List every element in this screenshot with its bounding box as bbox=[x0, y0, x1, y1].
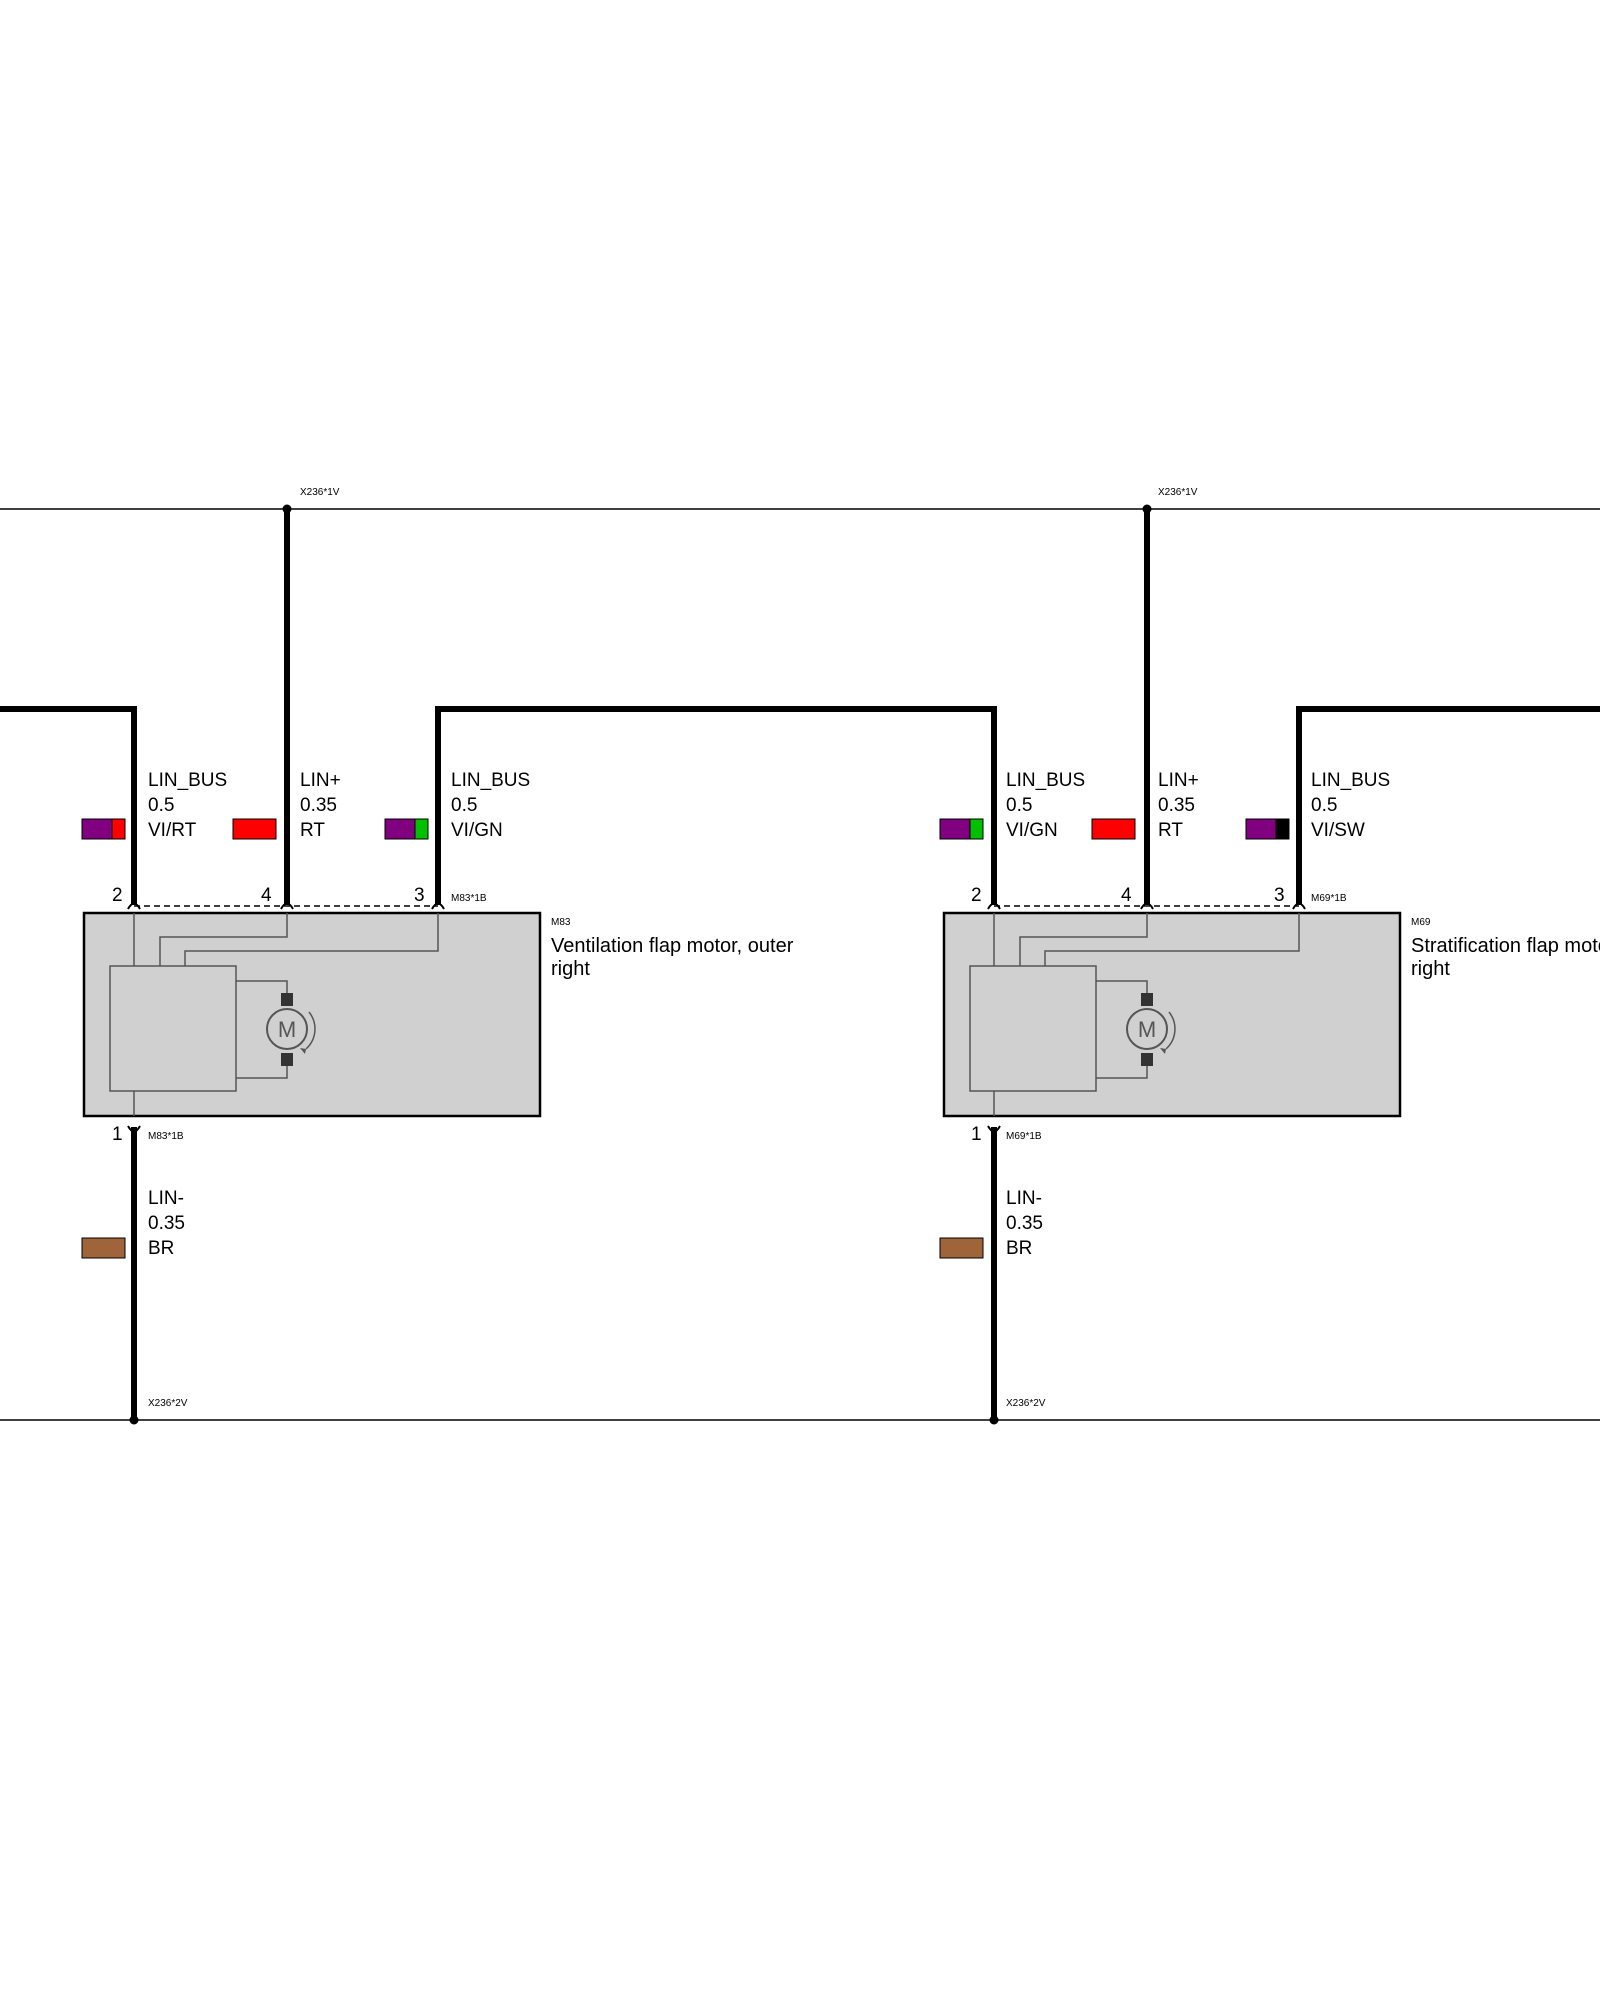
wire-signal: LIN- bbox=[148, 1188, 184, 1209]
pin-terminal bbox=[987, 902, 1001, 910]
lin-bus-wire-left bbox=[0, 706, 137, 905]
splice-dot bbox=[282, 504, 292, 514]
component-code: M69 bbox=[1411, 917, 1431, 928]
wire-signal: LIN_BUS bbox=[148, 770, 227, 791]
pin-number: 3 bbox=[414, 885, 425, 906]
wire-gauge: 0.35 bbox=[1158, 795, 1195, 816]
wire-color-code: RT bbox=[1158, 820, 1183, 841]
wire-signal: LIN_BUS bbox=[1006, 770, 1085, 791]
wire-color-swatch bbox=[81, 818, 113, 840]
wire-gauge: 0.5 bbox=[148, 795, 174, 816]
pin-terminal bbox=[280, 902, 294, 910]
wire-signal: LIN- bbox=[1006, 1188, 1042, 1209]
pin-number: 1 bbox=[971, 1124, 982, 1145]
wire-color-swatch bbox=[111, 818, 126, 840]
splice-dot bbox=[129, 1415, 139, 1425]
wire-color-code: VI/GN bbox=[1006, 820, 1058, 841]
internal-wiring bbox=[109, 913, 439, 1116]
pin-terminal bbox=[431, 902, 445, 910]
wire-signal: LIN+ bbox=[1158, 770, 1199, 791]
wire-gauge: 0.5 bbox=[451, 795, 477, 816]
bottom-connector-label: X236*2V bbox=[1006, 1398, 1046, 1409]
component-box bbox=[942, 911, 1402, 1118]
pin-number: 2 bbox=[112, 885, 123, 906]
top-connector-label: X236*1V bbox=[1158, 487, 1198, 498]
wire-gauge: 0.35 bbox=[300, 795, 337, 816]
wire-gauge: 0.35 bbox=[1006, 1213, 1043, 1234]
component-box bbox=[82, 911, 542, 1118]
wire-color-swatch bbox=[1275, 818, 1290, 840]
connector-label: M83*1B bbox=[148, 1131, 184, 1142]
wire-signal: LIN+ bbox=[300, 770, 341, 791]
wire-color-swatch bbox=[232, 818, 277, 840]
connector-label: M83*1B bbox=[451, 893, 487, 904]
pin-number: 4 bbox=[261, 885, 272, 906]
wire-color-swatch bbox=[384, 818, 416, 840]
component-m69: LIN_BUS 0.5 VI/GN LIN+ 0.35 RT LIN_BUS 0… bbox=[939, 770, 1600, 1259]
pin-number: 1 bbox=[112, 1124, 123, 1145]
wire-gauge: 0.35 bbox=[148, 1213, 185, 1234]
wire-color-code: VI/GN bbox=[451, 820, 503, 841]
top-connector-label: X236*1V bbox=[300, 487, 340, 498]
component-name: Stratification flap moto bbox=[1411, 935, 1600, 957]
motor-symbol: M bbox=[266, 993, 316, 1066]
bottom-connector-label: X236*2V bbox=[148, 1398, 188, 1409]
pin-terminal bbox=[127, 1125, 141, 1133]
component-m83: LIN_BUS 0.5 VI/RT LIN+ 0.35 RT LIN_BUS 0… bbox=[81, 770, 794, 1259]
connector-label: M69*1B bbox=[1311, 893, 1347, 904]
lin-bus-wire-right bbox=[1296, 706, 1600, 905]
wire-color-swatch bbox=[969, 818, 984, 840]
wire-signal: LIN_BUS bbox=[1311, 770, 1390, 791]
wire-color-swatch bbox=[81, 1237, 126, 1259]
wire-color-swatch bbox=[1091, 818, 1136, 840]
component-name-line2: right bbox=[551, 958, 590, 980]
component-name-line2: right bbox=[1411, 958, 1450, 980]
motor-label: M bbox=[278, 1017, 296, 1042]
splice-dot bbox=[989, 1415, 999, 1425]
wire-color-swatch bbox=[414, 818, 429, 840]
wire-color-code: BR bbox=[1006, 1238, 1032, 1259]
wire-gauge: 0.5 bbox=[1311, 795, 1337, 816]
pin-number: 4 bbox=[1121, 885, 1132, 906]
wire-color-code: VI/RT bbox=[148, 820, 197, 841]
lin-bus-wire-middle bbox=[435, 706, 997, 905]
pin-terminal bbox=[987, 1125, 1001, 1133]
pin-terminal bbox=[1292, 902, 1306, 910]
pin-number: 3 bbox=[1274, 885, 1285, 906]
pin-terminal bbox=[1140, 902, 1154, 910]
splice-dot bbox=[1142, 504, 1152, 514]
wire-gauge: 0.5 bbox=[1006, 795, 1032, 816]
internal-wiring bbox=[969, 913, 1300, 1116]
wire-color-code: RT bbox=[300, 820, 325, 841]
wire-color-swatch bbox=[939, 1237, 984, 1259]
motor-symbol: M bbox=[1126, 993, 1176, 1066]
pin-number: 2 bbox=[971, 885, 982, 906]
wire-color-code: BR bbox=[148, 1238, 174, 1259]
wire-color-code: VI/SW bbox=[1311, 820, 1365, 841]
wire-color-swatch bbox=[939, 818, 971, 840]
connector-label: M69*1B bbox=[1006, 1131, 1042, 1142]
wire-color-swatch bbox=[1245, 818, 1277, 840]
motor-label: M bbox=[1138, 1017, 1156, 1042]
wire-signal: LIN_BUS bbox=[451, 770, 530, 791]
pin-terminal bbox=[127, 902, 141, 910]
component-name: Ventilation flap motor, outer bbox=[551, 935, 794, 957]
component-code: M83 bbox=[551, 917, 571, 928]
